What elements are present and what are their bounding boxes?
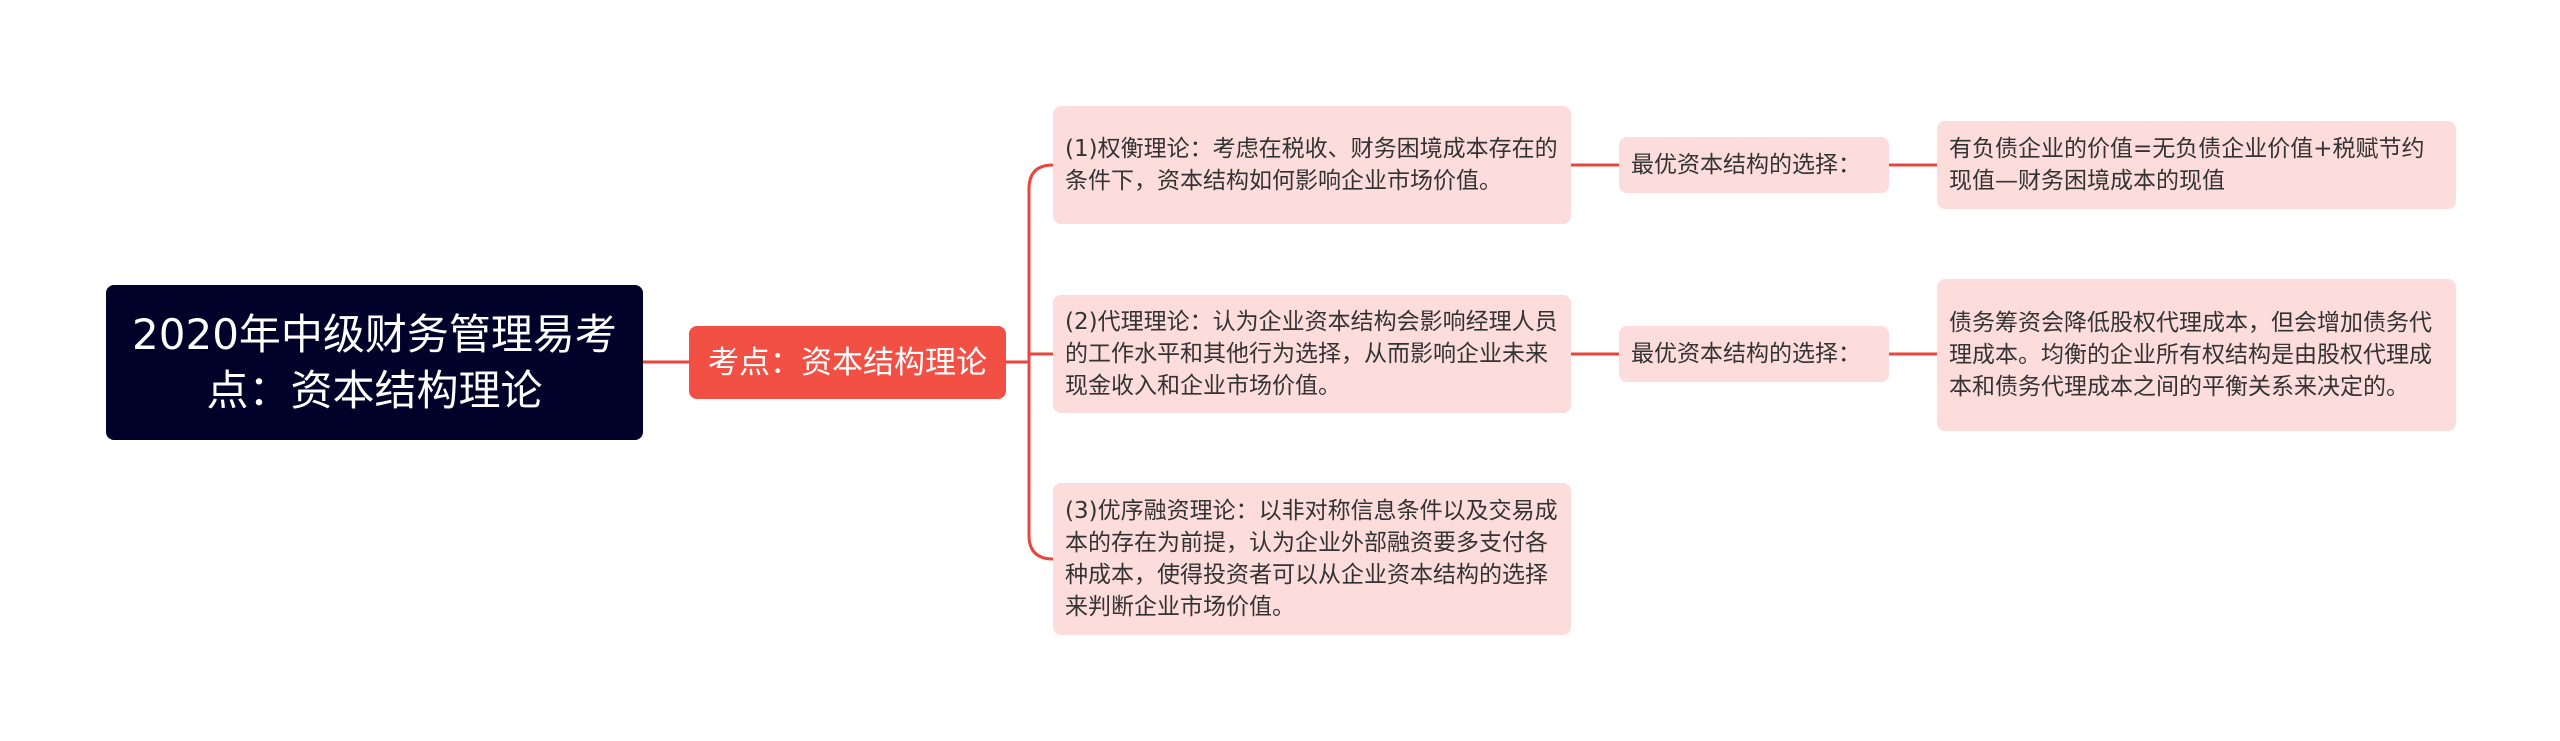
branch-agency-theory-text: (2)代理理论：认为企业资本结构会影响经理人员的工作水平和其他行为选择，从而影响…: [1065, 309, 1558, 399]
optimal-structure-label-1-text: 最优资本结构的选择：: [1631, 152, 1861, 178]
root-topic-text: 2020年中级财务管理易考点：资本结构理论: [132, 309, 617, 415]
tradeoff-value-formula-text: 有负债企业的价值=无负债企业价值+税赋节约现值—财务困境成本的现值: [1949, 136, 2425, 194]
branch-pecking-order-theory[interactable]: (3)优序融资理论：以非对称信息条件以及交易成本的存在为前提，认为企业外部融资要…: [1053, 483, 1571, 635]
branch-tradeoff-theory-text: (1)权衡理论：考虑在税收、财务困境成本存在的条件下，资本结构如何影响企业市场价…: [1065, 136, 1558, 194]
tradeoff-value-formula[interactable]: 有负债企业的价值=无负债企业价值+税赋节约现值—财务困境成本的现值: [1937, 121, 2456, 209]
agency-cost-balance-text: 债务筹资会降低股权代理成本，但会增加债务代理成本。均衡的企业所有权结构是由股权代…: [1949, 310, 2432, 400]
central-topic[interactable]: 考点：资本结构理论: [689, 326, 1006, 399]
root-topic[interactable]: 2020年中级财务管理易考点：资本结构理论: [106, 285, 643, 440]
central-topic-text: 考点：资本结构理论: [708, 344, 987, 381]
branch-pecking-order-theory-text: (3)优序融资理论：以非对称信息条件以及交易成本的存在为前提，认为企业外部融资要…: [1065, 498, 1558, 620]
connector-branch-spine: [1027, 163, 1054, 561]
optimal-structure-label-2[interactable]: 最优资本结构的选择：: [1619, 326, 1889, 382]
optimal-structure-label-2-text: 最优资本结构的选择：: [1631, 341, 1861, 367]
branch-agency-theory[interactable]: (2)代理理论：认为企业资本结构会影响经理人员的工作水平和其他行为选择，从而影响…: [1053, 295, 1571, 413]
agency-cost-balance[interactable]: 债务筹资会降低股权代理成本，但会增加债务代理成本。均衡的企业所有权结构是由股权代…: [1937, 279, 2456, 431]
optimal-structure-label-1[interactable]: 最优资本结构的选择：: [1619, 137, 1889, 193]
branch-tradeoff-theory[interactable]: (1)权衡理论：考虑在税收、财务困境成本存在的条件下，资本结构如何影响企业市场价…: [1053, 106, 1571, 224]
